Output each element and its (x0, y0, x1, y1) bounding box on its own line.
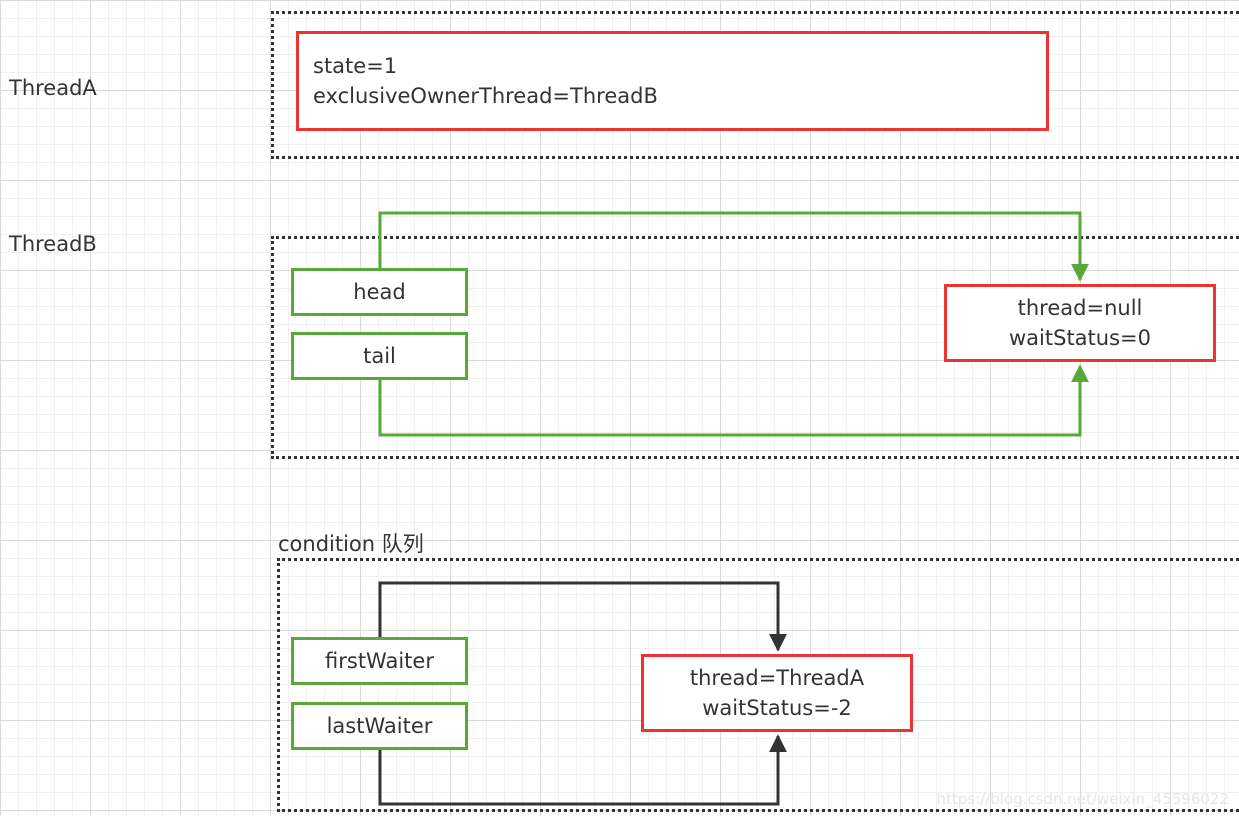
last-waiter-box: lastWaiter (291, 702, 468, 750)
condition-node-wait-status-text: waitStatus=-2 (702, 696, 852, 720)
sync-node-thread-text: thread=null (1017, 296, 1143, 320)
condition-node-thread-text: thread=ThreadA (689, 666, 865, 690)
head-pointer-box: head (291, 268, 468, 316)
thread-a-label: ThreadA (9, 76, 97, 100)
first-waiter-label: firstWaiter (325, 649, 434, 673)
exclusive-owner-text: exclusiveOwnerThread=ThreadB (313, 84, 658, 108)
tail-pointer-box: tail (291, 332, 468, 380)
sync-node-wait-status-text: waitStatus=0 (1009, 326, 1151, 350)
first-waiter-box: firstWaiter (291, 637, 468, 685)
condition-queue-group (277, 558, 1239, 812)
last-waiter-label: lastWaiter (326, 714, 433, 738)
lock-state-box: state=1 exclusiveOwnerThread=ThreadB (296, 31, 1049, 131)
thread-b-label: ThreadB (9, 232, 97, 256)
condition-queue-node: thread=ThreadA waitStatus=-2 (641, 654, 913, 732)
thread-a-group (271, 11, 1239, 159)
tail-label: tail (363, 344, 396, 368)
sync-queue-node: thread=null waitStatus=0 (944, 284, 1216, 362)
state-text: state=1 (313, 54, 398, 78)
head-label: head (353, 280, 406, 304)
condition-queue-caption: condition 队列 (278, 532, 424, 556)
watermark-text: https://blog.csdn.net/weixin_45596022 (936, 790, 1229, 808)
